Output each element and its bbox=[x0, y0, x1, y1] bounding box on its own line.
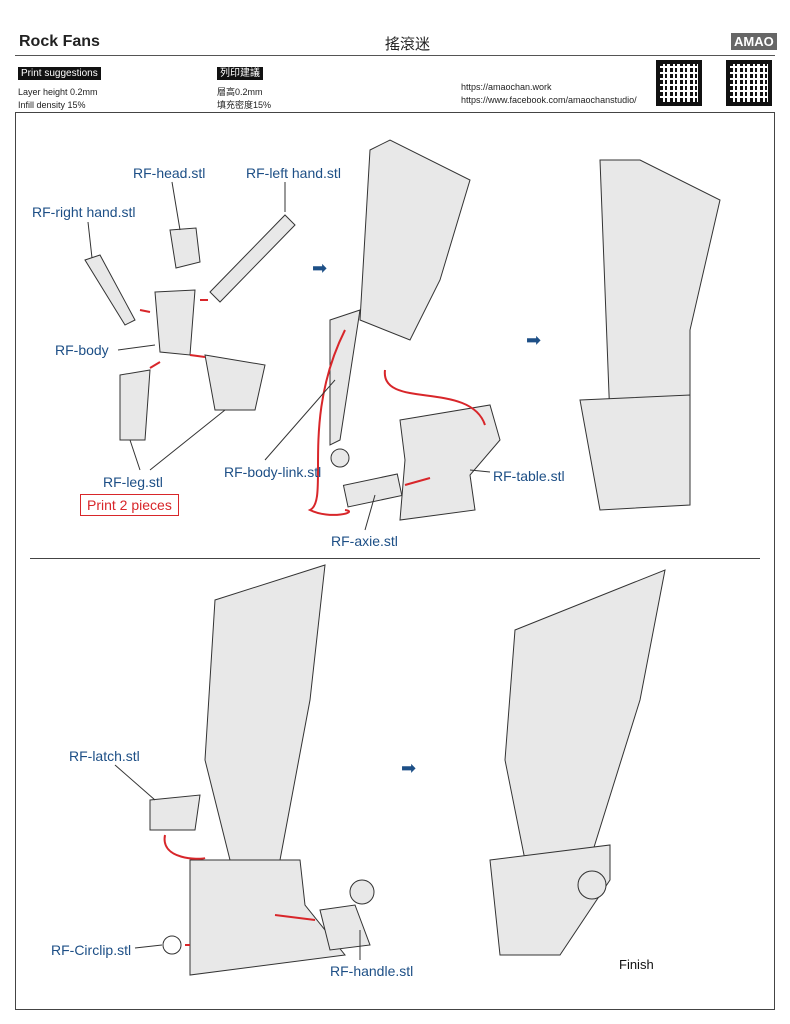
print-suggestions-cn: 列印建議 層高0.2mm 填充密度15% bbox=[217, 63, 271, 112]
axie-part bbox=[342, 473, 403, 508]
finish-label: Finish bbox=[619, 957, 654, 972]
qr-code-icon bbox=[656, 60, 702, 106]
infill-density-cn: 填充密度15% bbox=[217, 100, 272, 110]
part-label-left-hand: RF-left hand.stl bbox=[246, 165, 341, 181]
print-suggestions-cn-label: 列印建議 bbox=[217, 67, 263, 80]
part-label-circlip: RF-Circlip.stl bbox=[51, 942, 132, 958]
leg-part bbox=[204, 354, 266, 411]
page-title: Rock Fans bbox=[19, 33, 100, 50]
print-suggestions-label: Print suggestions bbox=[18, 67, 101, 80]
print-suggestions: Print suggestions Layer height 0.2mm Inf… bbox=[18, 63, 101, 112]
instructions-frame bbox=[15, 112, 775, 1010]
assembled-figure bbox=[599, 159, 721, 421]
page-title-chinese: 搖滾迷 bbox=[385, 36, 431, 53]
links: https://amaochan.work https://www.facebo… bbox=[461, 81, 637, 107]
finished-figure bbox=[504, 569, 666, 861]
finished-base bbox=[489, 844, 611, 956]
infill-density: Infill density 15% bbox=[18, 100, 86, 110]
body-link-ring bbox=[330, 448, 350, 468]
latch-part bbox=[149, 794, 201, 831]
circlip-part bbox=[162, 935, 182, 955]
table-part bbox=[399, 404, 501, 521]
handle-part bbox=[319, 904, 371, 951]
finished-handle bbox=[577, 870, 607, 900]
leg-print-note: Print 2 pieces bbox=[80, 494, 179, 516]
body-link-part bbox=[329, 309, 361, 446]
site-link[interactable]: https://amaochan.work bbox=[461, 82, 552, 92]
brand-logo: AMAO bbox=[731, 33, 777, 50]
head-part bbox=[169, 227, 201, 269]
layer-height-cn: 層高0.2mm bbox=[217, 87, 263, 97]
facebook-link[interactable]: https://www.facebook.com/amaochanstudio/ bbox=[461, 95, 637, 105]
header-divider bbox=[15, 55, 775, 56]
step-arrow-icon: ➡ bbox=[526, 330, 542, 350]
layer-height: Layer height 0.2mm bbox=[18, 87, 98, 97]
part-label-right-hand: RF-right hand.stl bbox=[32, 204, 136, 220]
part-label-head: RF-head.stl bbox=[133, 165, 206, 181]
part-label-latch: RF-latch.stl bbox=[69, 748, 140, 764]
step-arrow-icon: ➡ bbox=[401, 758, 417, 778]
body-part bbox=[154, 289, 196, 356]
qr-code-icon bbox=[726, 60, 772, 106]
part-label-leg: RF-leg.stl bbox=[103, 474, 163, 490]
leader-lines bbox=[87, 181, 491, 960]
step-arrow-icon: ➡ bbox=[312, 258, 328, 278]
part-label-body-link: RF-body-link.stl bbox=[224, 464, 322, 480]
part-label-body: RF-body bbox=[55, 342, 109, 358]
right-hand-part bbox=[84, 254, 136, 326]
part-label-axie: RF-axie.stl bbox=[331, 533, 398, 549]
assembled-table bbox=[579, 394, 691, 511]
figure-part bbox=[204, 564, 326, 861]
part-label-handle: RF-handle.stl bbox=[330, 963, 414, 979]
part-label-table: RF-table.stl bbox=[493, 468, 565, 484]
handle-knob bbox=[349, 879, 375, 905]
figure-part bbox=[359, 139, 471, 341]
left-hand-part bbox=[209, 214, 296, 303]
section-divider bbox=[30, 558, 760, 559]
leg-part bbox=[119, 369, 151, 441]
